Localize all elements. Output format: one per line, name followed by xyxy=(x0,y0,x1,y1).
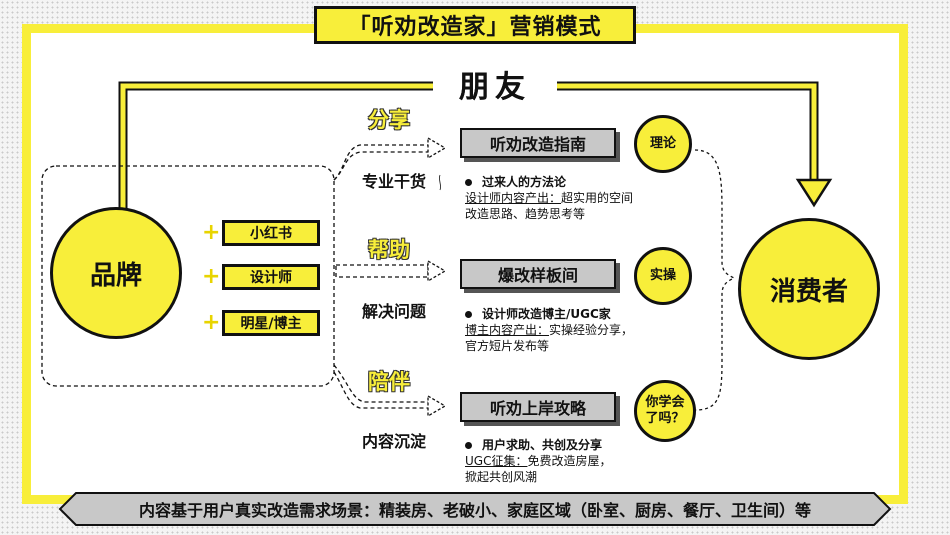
platform-xiaohongshu: 小红书 xyxy=(222,220,320,246)
footer-banner: 内容基于用户真实改造需求场景：精装房、老破小、家庭区域（卧室、厨房、餐厅、卫生间… xyxy=(58,491,892,527)
verb-help: 帮助 xyxy=(368,238,410,262)
bullet-icon xyxy=(465,311,472,318)
footer-text: 内容基于用户真实改造需求场景：精装房、老破小、家庭区域（卧室、厨房、餐厅、卫生间… xyxy=(138,501,811,520)
banner-strategy: 听劝上岸攻略 xyxy=(460,392,616,422)
category-label: 内容沉淀 xyxy=(362,432,427,451)
row-description: 用户求助、共创及分享 UGC征集：免费改造房屋， 掀起共创风潮 xyxy=(465,438,612,484)
arrow-down-icon xyxy=(795,178,833,208)
verb-accompany: 陪伴 xyxy=(368,370,410,394)
consumer-circle: 消费者 xyxy=(738,218,880,360)
row-description: 过来人的方法论 设计师内容产出：超实用的空间 改造思路、趋势思考等 xyxy=(465,175,634,221)
banner-guide: 听劝改造指南 xyxy=(460,128,616,158)
bullet-icon xyxy=(465,442,472,449)
badge-practice: 实操 xyxy=(634,247,692,305)
banner-showroom: 爆改样板间 xyxy=(460,259,616,289)
category-label: 解决问题 xyxy=(362,302,427,321)
brand-circle: 品牌 xyxy=(50,207,182,339)
row-description: 设计师改造博主/UGC家 博主内容产出：实操经验分享， 官方短片发布等 xyxy=(465,307,634,353)
platform-designer: 设计师 xyxy=(222,264,320,290)
verb-share: 分享 xyxy=(368,108,410,132)
badge-theory: 理论 xyxy=(634,115,692,173)
page-title: 「听劝改造家」营销模式 xyxy=(314,6,636,44)
platform-celebrity-blogger: 明星/博主 xyxy=(222,310,320,336)
plus-icon: + xyxy=(202,264,221,289)
plus-icon: + xyxy=(202,220,221,245)
category-label: 专业干货 xyxy=(362,172,427,191)
friend-label: 朋友 xyxy=(435,64,555,105)
footer-shape xyxy=(58,492,892,526)
plus-icon: + xyxy=(202,310,221,335)
bullet-icon xyxy=(465,179,472,186)
badge-did-you-learn: 你学会了吗？ xyxy=(634,380,696,442)
